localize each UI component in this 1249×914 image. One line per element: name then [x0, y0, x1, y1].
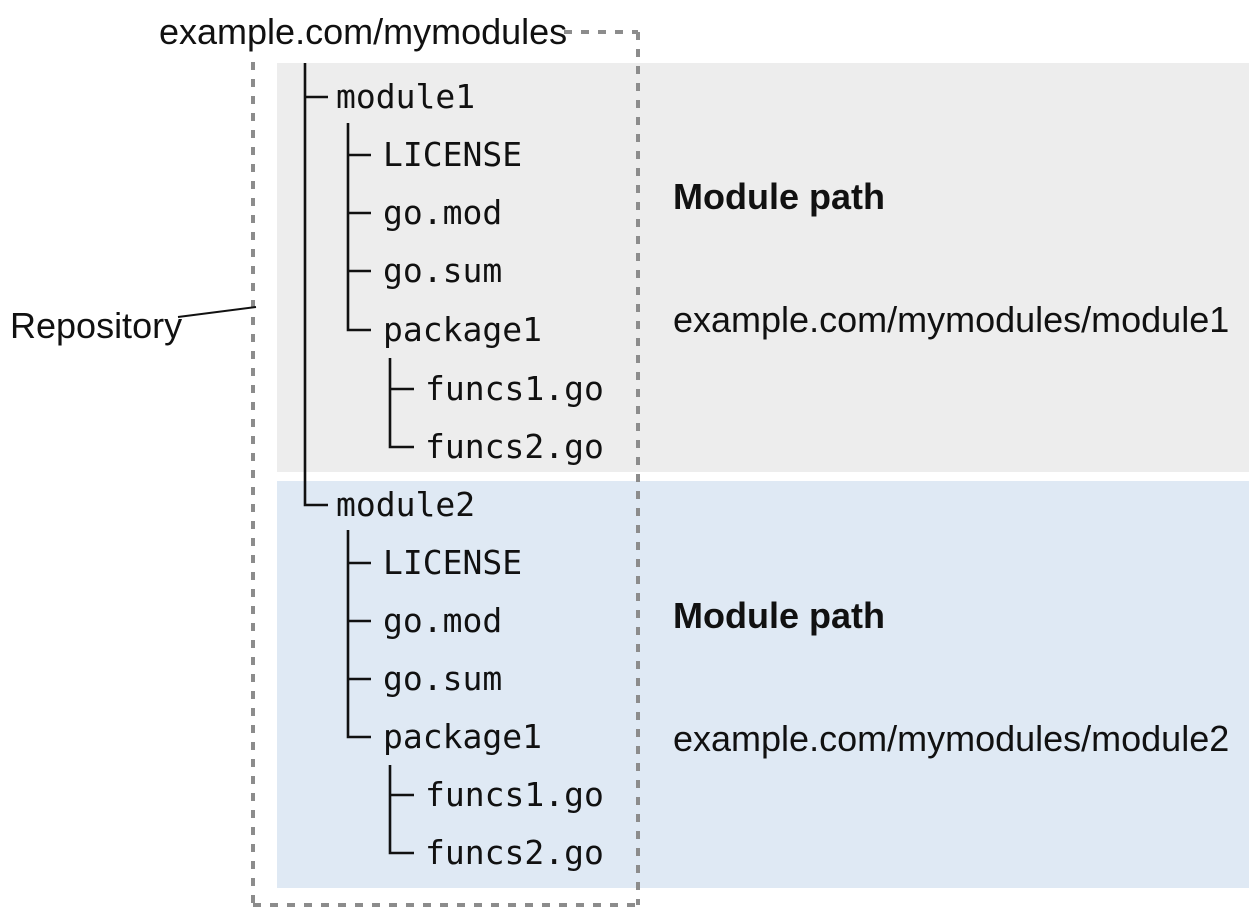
dotted-repository-border: [251, 30, 640, 907]
repository-label: Repository: [10, 305, 183, 346]
tree-item-module1-license: LICENSE: [383, 135, 523, 174]
tree-item-module1-package1: package1: [383, 310, 542, 349]
module2-path-heading: Module path: [673, 595, 885, 636]
repository-pointer: [177, 306, 257, 318]
tree-item-module2-package1: package1: [383, 717, 542, 756]
module1-path-heading: Module path: [673, 176, 885, 217]
module2-files-trunk-line: [346, 530, 371, 739]
tree-item-module1-funcs1: funcs1.go: [425, 369, 604, 408]
tree-item-module2-license: LICENSE: [383, 543, 523, 582]
module2-package1-trunk-line: [388, 765, 414, 855]
module1-path-block: Module path example.com/mymodules/module…: [673, 94, 1229, 422]
module1-package1-trunk-line: [388, 358, 414, 449]
repo-url-label: example.com/mymodules: [159, 11, 568, 52]
tree-item-module1-gosum: go.sum: [383, 251, 503, 290]
module1-panel: [277, 63, 1249, 472]
tree-item-module1-gomod: go.mod: [383, 193, 503, 232]
tree-item-module2-gosum: go.sum: [383, 659, 503, 698]
module2-path-block: Module path example.com/mymodules/module…: [673, 513, 1229, 841]
repository-pointer-line: [177, 306, 257, 318]
tree-item-module2-gomod: go.mod: [383, 601, 503, 640]
tree-item-module2-funcs1: funcs1.go: [425, 775, 604, 814]
tree-item-module2-funcs2: funcs2.go: [425, 833, 604, 872]
tree-item-module1-funcs2: funcs2.go: [425, 427, 604, 466]
module2-panel: [277, 481, 1249, 888]
module2-path-value: example.com/mymodules/module2: [673, 718, 1230, 759]
tree-item-module2: module2: [336, 485, 476, 524]
module1-path-value: example.com/mymodules/module1: [673, 299, 1230, 340]
main-trunk-line: [303, 63, 328, 507]
module1-files-trunk-line: [346, 123, 371, 332]
tree-connector-lines: [303, 63, 414, 855]
tree-item-module1: module1: [336, 77, 476, 116]
